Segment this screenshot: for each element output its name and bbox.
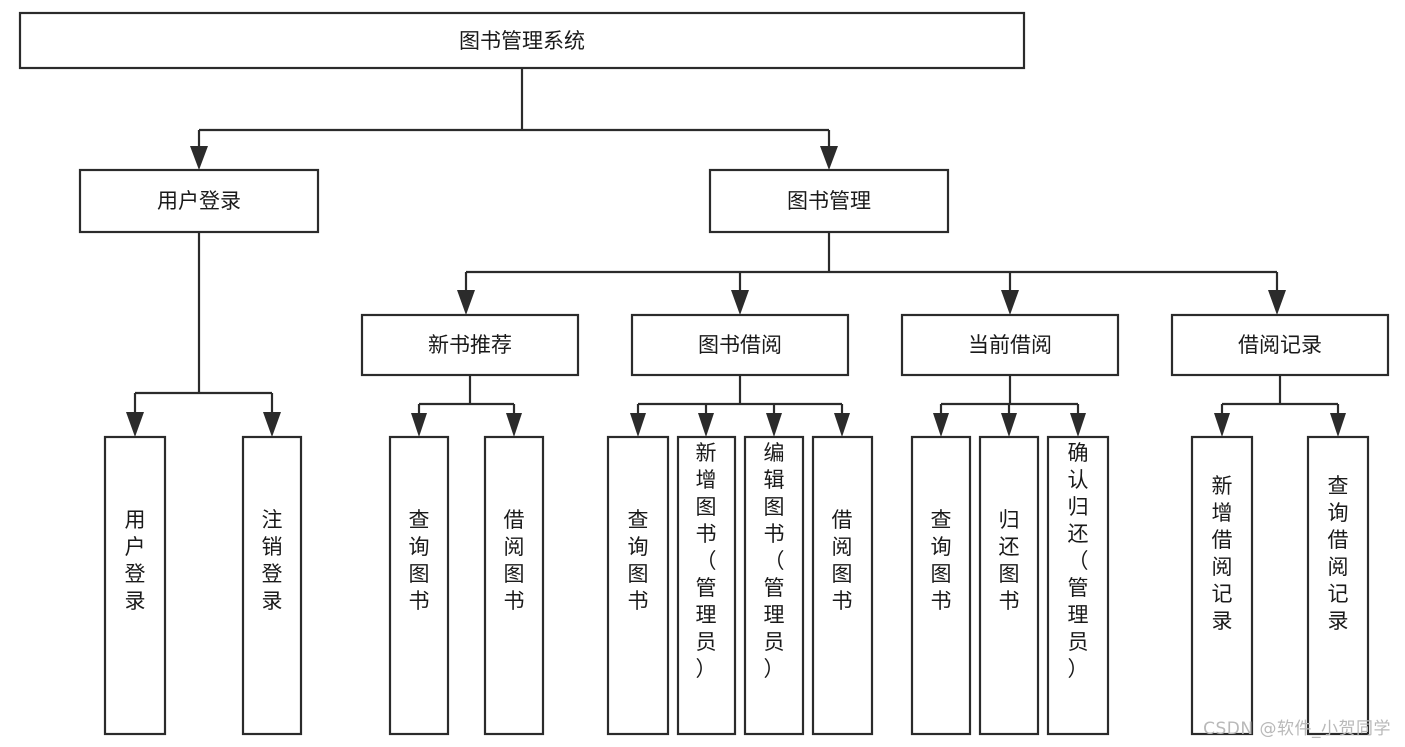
leaf-user-login[interactable]: 用户登录 <box>103 435 167 736</box>
leaf-nb-query-book[interactable]: 查询图书 <box>388 435 450 736</box>
leaf-logout[interactable]: 注销登录 <box>241 435 303 736</box>
leaf-nb-borrow-book[interactable]: 借阅图书 <box>483 435 545 736</box>
arrow-head-current-borrow <box>1001 290 1019 315</box>
leaf-cb-confirm-return-label: 确认归还（管理员） <box>1068 441 1089 681</box>
connector-group-book-borrow <box>630 375 850 437</box>
leaf-user-login-label: 用户登录 <box>125 508 146 613</box>
node-book-borrow[interactable]: 图书借阅 <box>630 313 850 377</box>
leaf-cb-return-book[interactable]: 归还图书 <box>978 435 1040 736</box>
arrow-head-leaf-logout <box>263 412 281 437</box>
connector-group-user-login <box>126 232 281 437</box>
connector-group-root <box>190 68 838 170</box>
node-current-borrow-box[interactable] <box>900 313 1120 377</box>
node-book-management-box[interactable] <box>708 168 950 234</box>
node-new-book-recommend-label: 新书推荐 <box>428 333 512 357</box>
leaf-cb-query-book-box[interactable] <box>910 435 972 736</box>
arrow-head-cb-confirm <box>1070 413 1086 437</box>
arrow-head-nb-query <box>411 413 427 437</box>
connector-group-new-book <box>411 375 522 437</box>
arrow-head-cb-query <box>933 413 949 437</box>
leaf-cb-confirm-return[interactable]: 确认归还（管理员） <box>1046 435 1110 736</box>
leaf-br-query-record[interactable]: 查询借阅记录 <box>1306 435 1370 736</box>
node-user-login[interactable]: 用户登录 <box>78 168 320 234</box>
arrow-head-book-mgmt <box>820 146 838 170</box>
arrow-head-br-query <box>1330 413 1346 437</box>
leaf-bb-edit-book-box[interactable] <box>743 435 805 736</box>
leaf-bb-edit-book-label: 编辑图书（管理员） <box>764 441 785 681</box>
leaf-bb-borrow-book-label: 借阅图书 <box>832 508 853 613</box>
leaf-nb-query-book-box[interactable] <box>388 435 450 736</box>
leaf-cb-return-book-label: 归还图书 <box>999 508 1020 613</box>
arrow-head-leaf-user-login <box>126 412 144 437</box>
leaf-br-query-record-label: 查询借阅记录 <box>1328 474 1349 633</box>
leaf-br-query-record-box[interactable] <box>1306 435 1370 736</box>
node-user-login-label: 用户登录 <box>157 189 241 213</box>
arrow-head-bb-query <box>630 413 646 437</box>
node-book-management-label: 图书管理 <box>787 189 871 213</box>
node-new-book-recommend-box[interactable] <box>360 313 580 377</box>
leaf-nb-borrow-book-box[interactable] <box>483 435 545 736</box>
leaf-bb-query-book[interactable]: 查询图书 <box>606 435 670 736</box>
leaf-nb-query-book-label: 查询图书 <box>409 508 430 613</box>
node-book-borrow-label: 图书借阅 <box>698 333 782 357</box>
leaf-cb-query-book-label: 查询图书 <box>931 508 952 613</box>
arrow-head-borrow-record <box>1268 290 1286 315</box>
leaf-br-add-record-label: 新增借阅记录 <box>1212 474 1233 633</box>
node-current-borrow[interactable]: 当前借阅 <box>900 313 1120 377</box>
connector-group-borrow-record <box>1214 375 1346 437</box>
arrow-head-nb-borrow <box>506 413 522 437</box>
leaf-user-login-box[interactable] <box>103 435 167 736</box>
connector-group-current-borrow <box>933 375 1086 437</box>
node-borrow-record-label: 借阅记录 <box>1238 333 1322 357</box>
node-user-login-box[interactable] <box>78 168 320 234</box>
leaf-cb-return-book-box[interactable] <box>978 435 1040 736</box>
arrow-head-user-login <box>190 146 208 170</box>
arrow-head-book-borrow <box>731 290 749 315</box>
node-borrow-record[interactable]: 借阅记录 <box>1170 313 1390 377</box>
node-new-book-recommend[interactable]: 新书推荐 <box>360 313 580 377</box>
arrow-head-bb-edit <box>766 413 782 437</box>
node-borrow-record-box[interactable] <box>1170 313 1390 377</box>
leaf-cb-confirm-return-box[interactable] <box>1046 435 1110 736</box>
arrow-head-cb-return <box>1001 413 1017 437</box>
leaf-logout-box[interactable] <box>241 435 303 736</box>
arrow-head-bb-add <box>698 413 714 437</box>
leaf-bb-borrow-book[interactable]: 借阅图书 <box>811 435 874 736</box>
node-root[interactable]: 图书管理系统 <box>18 11 1026 70</box>
arrow-head-bb-borrow <box>834 413 850 437</box>
leaf-bb-edit-book[interactable]: 编辑图书（管理员） <box>743 435 805 736</box>
leaf-br-add-record-box[interactable] <box>1190 435 1254 736</box>
connector-group-book-mgmt <box>457 232 1286 315</box>
leaf-bb-borrow-book-box[interactable] <box>811 435 874 736</box>
leaf-bb-query-book-label: 查询图书 <box>628 508 649 613</box>
leaf-bb-add-book[interactable]: 新增图书（管理员） <box>676 435 737 736</box>
node-book-management[interactable]: 图书管理 <box>708 168 950 234</box>
leaf-bb-add-book-box[interactable] <box>676 435 737 736</box>
leaf-cb-query-book[interactable]: 查询图书 <box>910 435 972 736</box>
leaf-bb-query-book-box[interactable] <box>606 435 670 736</box>
node-root-box[interactable] <box>18 11 1026 70</box>
node-root-label: 图书管理系统 <box>459 29 585 53</box>
leaf-nb-borrow-book-label: 借阅图书 <box>504 508 525 613</box>
leaf-logout-label: 注销登录 <box>262 508 283 613</box>
leaf-br-add-record[interactable]: 新增借阅记录 <box>1190 435 1254 736</box>
arrow-head-br-add <box>1214 413 1230 437</box>
node-current-borrow-label: 当前借阅 <box>968 333 1052 357</box>
node-book-borrow-box[interactable] <box>630 313 850 377</box>
leaf-bb-add-book-label: 新增图书（管理员） <box>696 441 717 681</box>
arrow-head-new-book <box>457 290 475 315</box>
